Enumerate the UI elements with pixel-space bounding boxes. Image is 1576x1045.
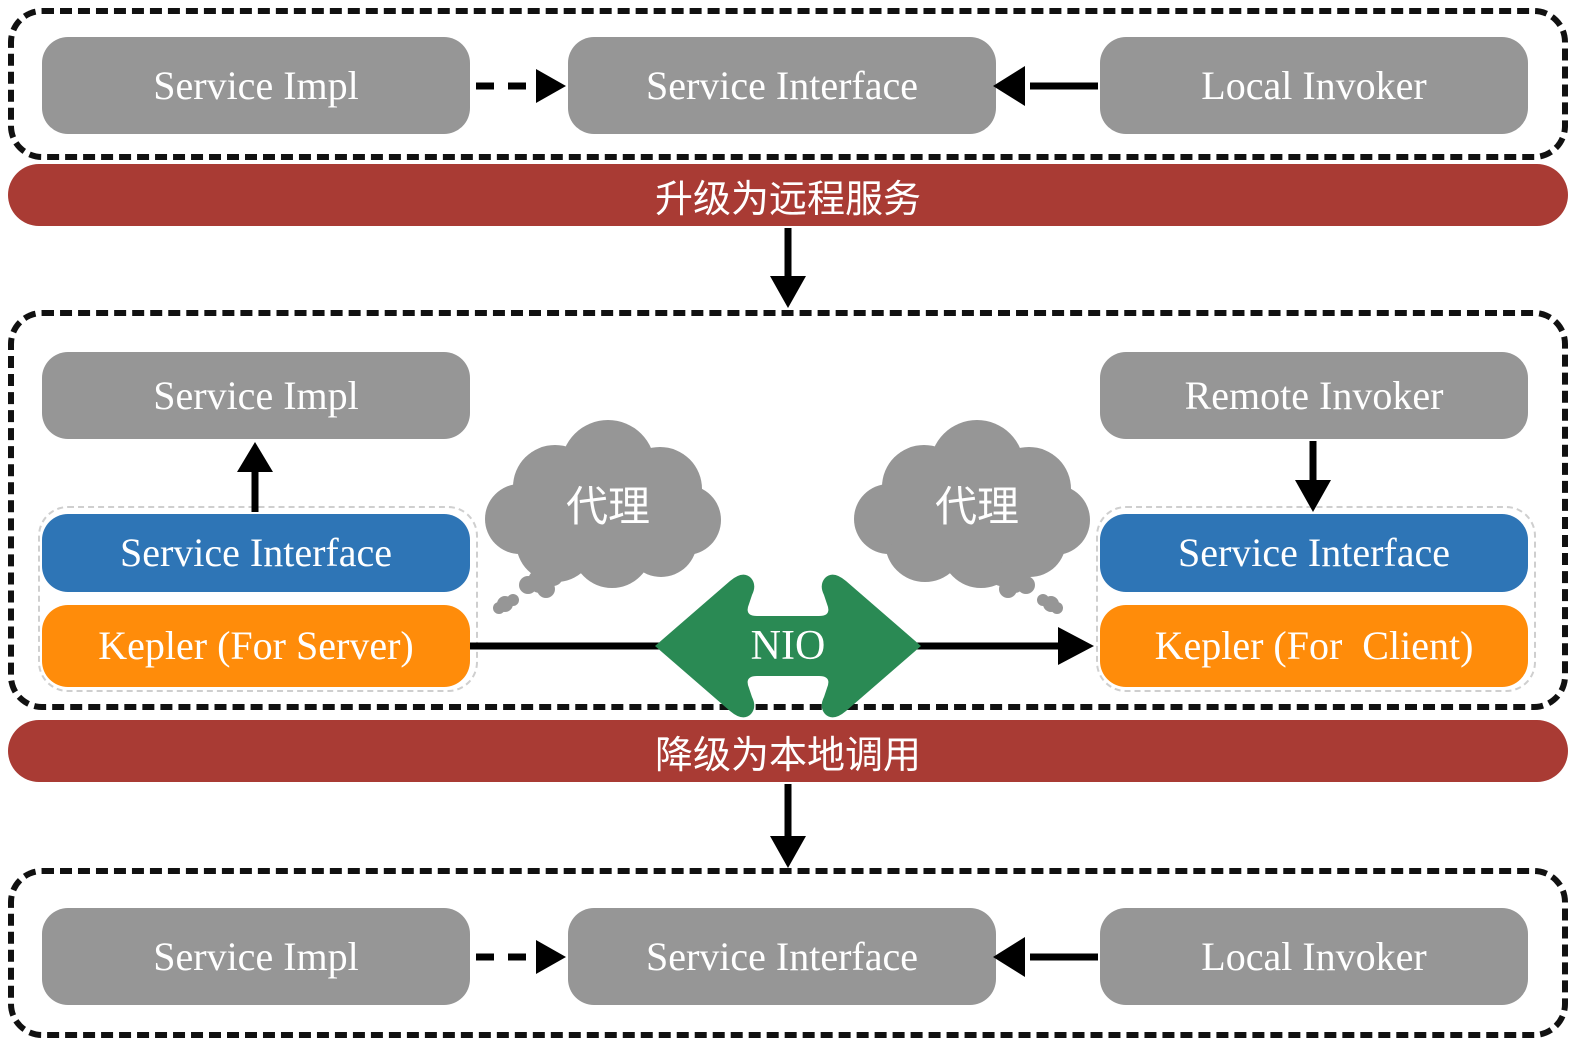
bottom-service-impl-node[interactable]: Service Impl [42,908,470,1005]
top-service-impl-label: Service Impl [153,62,359,108]
top-service-interface-label: Service Interface [645,62,919,108]
bottom-service-interface-label: Service Interface [645,933,919,979]
server-kepler-node[interactable]: Kepler (For Server) [42,605,470,687]
client-service-interface-label: Service Interface [1177,530,1451,575]
banner-upgrade-to-remote: 升级为远程服务 [8,164,1568,226]
banner-downgrade-label: 降级为本地调用 [654,732,921,777]
top-local-invoker-node[interactable]: Local Invoker [1100,37,1528,134]
remote-invoker-node[interactable]: Remote Invoker [1100,352,1528,439]
top-service-impl-node[interactable]: Service Impl [42,37,470,134]
server-service-interface-node[interactable]: Service Interface [42,514,470,592]
right-proxy-cloud-label: 代理 [934,482,1019,531]
top-local-invoker-label: Local Invoker [1201,62,1427,108]
top-service-interface-node[interactable]: Service Interface [568,37,996,134]
middle-service-impl-node[interactable]: Service Impl [42,352,470,439]
bottom-local-invoker-node[interactable]: Local Invoker [1100,908,1528,1005]
nio-label: NIO [750,623,826,669]
bottom-service-interface-node[interactable]: Service Interface [568,908,996,1005]
middle-service-impl-label: Service Impl [153,372,359,418]
client-kepler-label: Kepler (For Client) [1154,623,1474,668]
client-service-interface-node[interactable]: Service Interface [1100,514,1528,592]
downgrade-flow-arrow [770,784,806,868]
upgrade-flow-arrow [770,228,806,308]
top-group-container [8,8,1568,160]
remote-invoker-label: Remote Invoker [1184,372,1444,418]
banner-downgrade-to-local: 降级为本地调用 [8,720,1568,782]
client-kepler-node[interactable]: Kepler (For Client) [1100,605,1528,687]
bottom-service-impl-label: Service Impl [153,933,359,979]
server-service-interface-label: Service Interface [119,530,393,575]
server-kepler-label: Kepler (For Server) [98,623,414,668]
banner-upgrade-label: 升级为远程服务 [654,176,921,221]
left-proxy-cloud-label: 代理 [565,482,650,531]
bottom-group-container [8,868,1568,1038]
bottom-local-invoker-label: Local Invoker [1201,933,1427,979]
